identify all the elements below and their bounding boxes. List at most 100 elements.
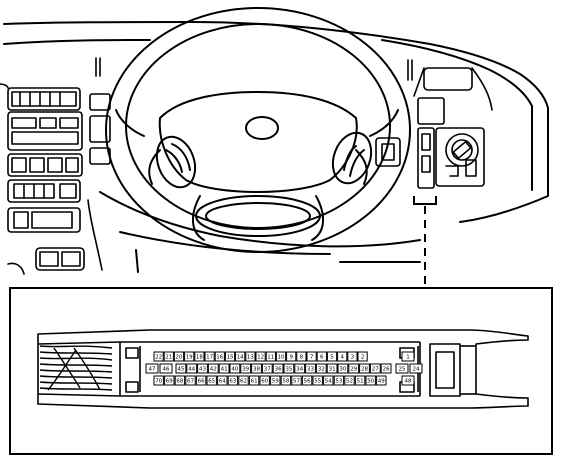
terminal-pin-box <box>326 351 338 362</box>
terminal-pin-box <box>259 375 270 386</box>
terminal-pin-box <box>186 363 198 374</box>
terminal-pin-box <box>294 363 306 374</box>
terminal-pin-37: 37 <box>261 363 273 374</box>
terminal-pin-box <box>185 375 196 386</box>
terminal-pin-box <box>275 351 287 362</box>
terminal-pin-63: 63 <box>227 375 239 386</box>
terminal-pin-25: 25 <box>395 363 409 374</box>
terminal-pin-32: 32 <box>315 363 327 374</box>
terminal-pin-label: 33 <box>307 367 314 373</box>
terminal-pin-label: 42 <box>210 367 217 373</box>
terminal-pin-box <box>326 363 338 374</box>
terminal-pin-box <box>401 375 415 386</box>
terminal-pin-box <box>337 351 348 362</box>
terminal-pin-30: 30 <box>337 363 349 374</box>
terminal-pin-box <box>164 375 175 386</box>
callout-bracket <box>413 196 437 205</box>
terminal-pin-label: 38 <box>253 367 260 373</box>
terminal-pin-label: 58 <box>282 379 289 385</box>
dashboard-lower-contour <box>99 191 421 248</box>
terminal-pin-box <box>401 351 415 362</box>
terminal-pin-label: 11 <box>267 355 274 361</box>
terminal-pin-box <box>238 375 249 386</box>
terminal-pin-label: 69 <box>166 379 173 385</box>
terminal-pin-box <box>145 363 159 374</box>
terminal-pin-33: 33 <box>305 363 316 374</box>
terminal-pin-label: 52 <box>346 379 353 385</box>
terminal-pin-box <box>206 375 217 386</box>
terminal-pin-box <box>306 351 317 362</box>
terminal-pin-box <box>214 351 225 362</box>
terminal-pin-label: 68 <box>176 379 183 385</box>
terminal-pin-54: 54 <box>323 375 334 386</box>
terminal-pin-60: 60 <box>259 375 270 386</box>
terminal-pin-box <box>291 375 302 386</box>
terminal-pin-45: 45 <box>175 363 187 374</box>
terminal-pin-56: 56 <box>301 375 313 386</box>
terminal-pin-box <box>280 375 292 386</box>
terminal-pin-68: 68 <box>174 375 186 386</box>
terminal-pin-box <box>272 363 284 374</box>
terminal-pin-box <box>235 351 246 362</box>
terminal-pin-label: 53 <box>335 379 342 385</box>
terminal-pin-label: 47 <box>149 367 156 373</box>
wire-bundle <box>39 345 113 391</box>
connector-detail <box>37 329 529 409</box>
terminal-pin-label: 54 <box>325 379 332 385</box>
terminal-pin-26: 26 <box>380 363 392 374</box>
terminal-pin-label: 17 <box>206 355 213 361</box>
terminal-pin-27: 27 <box>369 363 381 374</box>
terminal-pin-box <box>251 363 262 374</box>
terminal-pin-label: 6 <box>320 355 324 361</box>
terminal-pin-53: 53 <box>333 375 345 386</box>
terminal-pin-label: 2 <box>361 355 365 361</box>
left-spoke-switch <box>155 135 197 189</box>
terminal-pin-box <box>197 363 208 374</box>
terminal-pin-39: 39 <box>240 363 252 374</box>
terminal-pin-12: 12 <box>255 351 266 362</box>
terminal-pin-9: 9 <box>286 351 297 362</box>
terminal-pin-box <box>333 375 345 386</box>
terminal-pin-label: 24 <box>413 367 420 373</box>
terminal-pin-61: 61 <box>248 375 260 386</box>
terminal-pin-label: 63 <box>229 379 236 385</box>
terminal-pin-44: 44 <box>186 363 198 374</box>
lower-spoke-pad <box>195 195 321 237</box>
terminal-pin-6: 6 <box>316 351 327 362</box>
terminal-pin-69: 69 <box>164 375 175 386</box>
terminal-pin-55: 55 <box>312 375 323 386</box>
terminal-pin-label: 30 <box>339 367 346 373</box>
terminal-pin-box <box>337 363 349 374</box>
terminal-pin-67: 67 <box>185 375 196 386</box>
terminal-pin-11: 11 <box>265 351 276 362</box>
steering-wheel-rim-outer <box>105 7 411 253</box>
terminal-pin-65: 65 <box>206 375 217 386</box>
terminal-pin-box <box>409 363 423 374</box>
terminal-pin-label: 70 <box>155 379 162 385</box>
terminal-pin-box <box>248 375 260 386</box>
terminal-pin-24: 24 <box>409 363 423 374</box>
terminal-pin-62: 62 <box>238 375 249 386</box>
terminal-pin-box <box>270 375 281 386</box>
terminal-pin-4: 4 <box>337 351 348 362</box>
terminal-pin-17: 17 <box>204 351 215 362</box>
terminal-pin-34: 34 <box>294 363 306 374</box>
terminal-pin-18: 18 <box>194 351 205 362</box>
terminal-pin-box <box>217 375 228 386</box>
terminal-pin-50: 50 <box>365 375 376 386</box>
terminal-pin-label: 14 <box>237 355 244 361</box>
terminal-pin-box <box>207 363 219 374</box>
terminal-pin-box <box>245 351 256 362</box>
terminal-pin-label: 32 <box>318 367 325 373</box>
terminal-pin-label: 20 <box>176 355 183 361</box>
terminal-pin-5: 5 <box>326 351 338 362</box>
terminal-pin-66: 66 <box>195 375 207 386</box>
terminal-pin-box <box>229 363 241 374</box>
terminal-pin-label: 8 <box>300 355 304 361</box>
connector-latch <box>429 343 461 397</box>
terminal-pin-42: 42 <box>207 363 219 374</box>
terminal-pin-label: 44 <box>188 367 195 373</box>
terminal-pin-label: 34 <box>296 367 303 373</box>
terminal-pin-31: 31 <box>326 363 338 374</box>
terminal-pin-box <box>240 363 252 374</box>
